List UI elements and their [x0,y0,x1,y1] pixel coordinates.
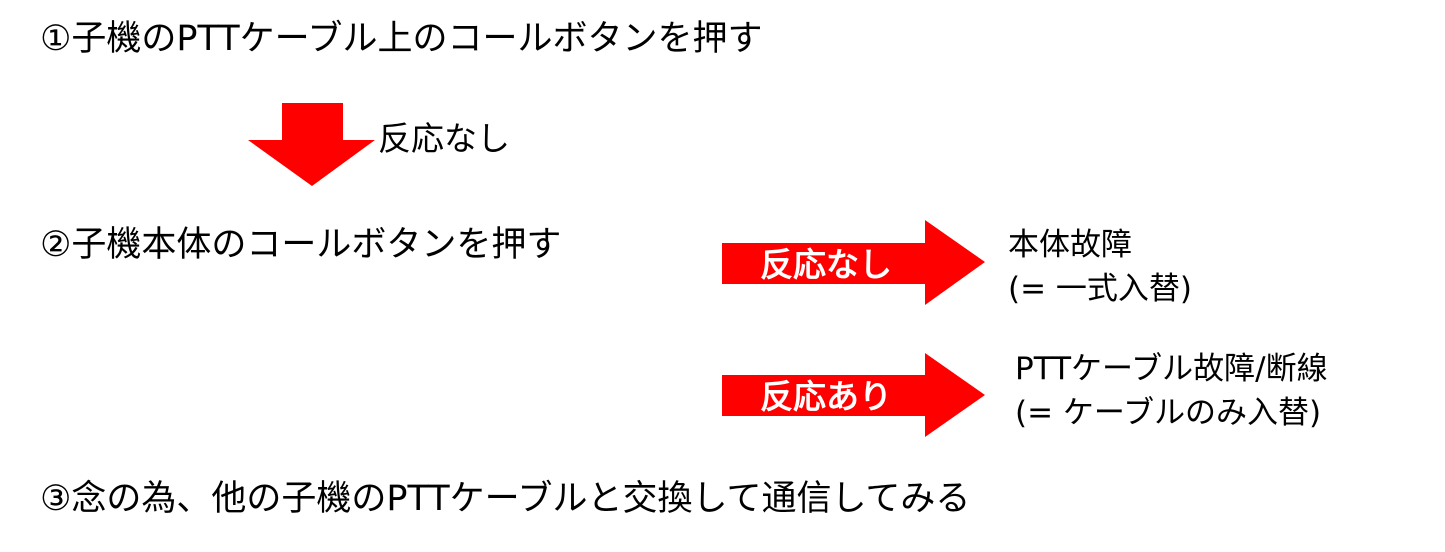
right-arrow-no-response [722,220,985,305]
branch-2-action: (= ケーブルのみ入替) [1015,395,1322,431]
branch-1-arrow-label: 反応なし [760,245,892,284]
branch-1-action: (= 一式入替) [1008,271,1193,307]
down-arrow-label: 反応なし [378,119,510,158]
right-arrow-response [722,353,985,437]
down-arrow [248,103,375,186]
step-1-text: ①子機のPTTケーブル上のコールボタンを押す [40,19,763,59]
branch-2-result: PTTケーブル故障/断線 [1015,351,1328,387]
step-2-text: ②子機本体のコールボタンを押す [40,225,562,265]
step-3-text: ③念の為、他の子機のPTTケーブルと交換して通信してみる [40,479,971,519]
branch-1-result: 本体故障 [1008,227,1132,263]
branch-2-arrow-label: 反応あり [760,377,892,416]
